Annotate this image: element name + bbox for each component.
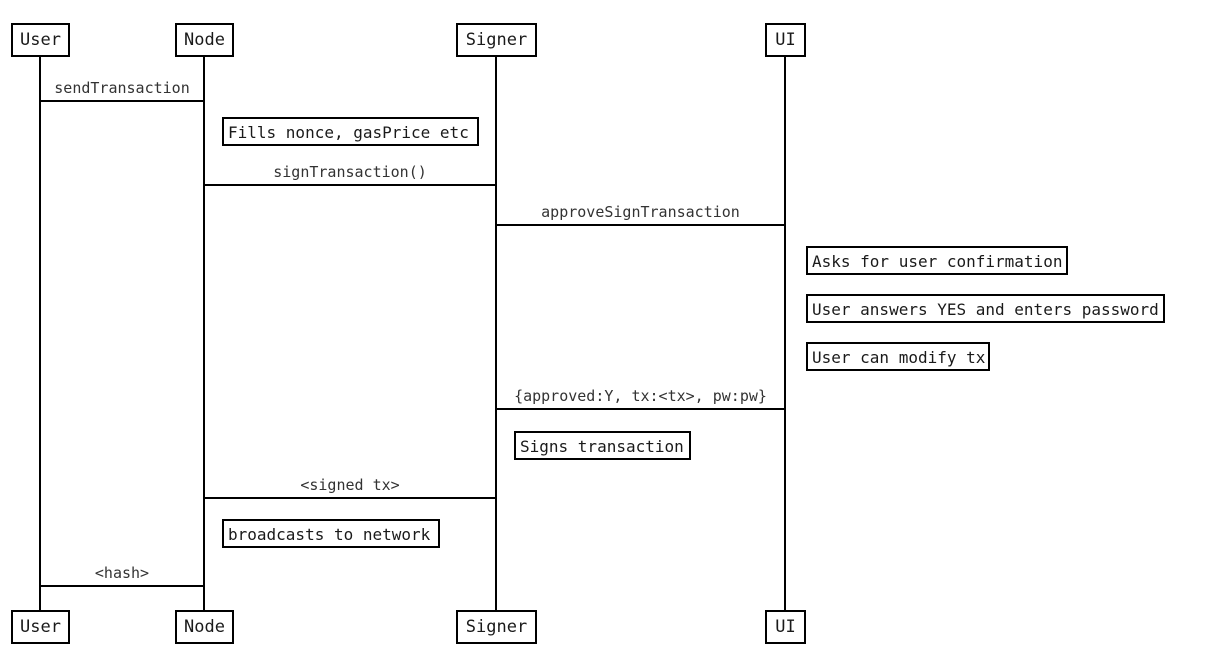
participant-foot-signer[interactable]: Signer — [456, 610, 537, 644]
participant-head-node[interactable]: Node — [175, 23, 234, 57]
note-text: Fills nonce, gasPrice etc — [228, 123, 469, 142]
lifeline-ui — [784, 57, 786, 610]
participant-label: User — [20, 616, 61, 637]
message-line-m3 — [495, 224, 786, 226]
note-n3: User answers YES and enters password — [806, 294, 1165, 323]
participant-label: Signer — [465, 616, 528, 637]
note-text: User answers YES and enters password — [812, 300, 1159, 319]
participant-label: Node — [184, 29, 225, 50]
participant-head-ui[interactable]: UI — [765, 23, 806, 57]
note-n5: Signs transaction — [514, 431, 691, 460]
participant-label: UI — [775, 29, 796, 50]
message-line-m5 — [203, 497, 497, 499]
message-label-m3: approveSignTransaction — [541, 203, 740, 221]
note-n1: Fills nonce, gasPrice etc — [222, 117, 479, 146]
lifeline-signer — [495, 57, 497, 610]
note-n6: broadcasts to network — [222, 519, 440, 548]
message-line-m2 — [203, 184, 497, 186]
note-text: broadcasts to network — [228, 525, 431, 544]
note-n2: Asks for user confirmation — [806, 246, 1068, 275]
note-n4: User can modify tx — [806, 342, 990, 371]
participant-label: UI — [775, 616, 796, 637]
participant-foot-user[interactable]: User — [11, 610, 70, 644]
message-line-m4 — [495, 408, 786, 410]
message-label-m5: <signed tx> — [300, 476, 400, 494]
participant-head-user[interactable]: User — [11, 23, 70, 57]
message-line-m6 — [39, 585, 205, 587]
message-label-m1: sendTransaction — [54, 79, 190, 97]
message-label-m4: {approved:Y, tx:<tx>, pw:pw} — [514, 387, 767, 405]
note-text: Asks for user confirmation — [812, 252, 1063, 271]
message-label-m6: <hash> — [94, 564, 150, 582]
lifeline-user — [39, 57, 41, 610]
participant-label: Signer — [465, 29, 528, 50]
note-text: User can modify tx — [812, 348, 986, 367]
participant-foot-node[interactable]: Node — [175, 610, 234, 644]
message-label-m2: signTransaction() — [273, 163, 427, 181]
message-line-m1 — [39, 100, 205, 102]
lifeline-node — [203, 57, 205, 610]
participant-label: User — [20, 29, 61, 50]
participant-head-signer[interactable]: Signer — [456, 23, 537, 57]
note-text: Signs transaction — [520, 437, 684, 456]
participant-label: Node — [184, 616, 225, 637]
participant-foot-ui[interactable]: UI — [765, 610, 806, 644]
